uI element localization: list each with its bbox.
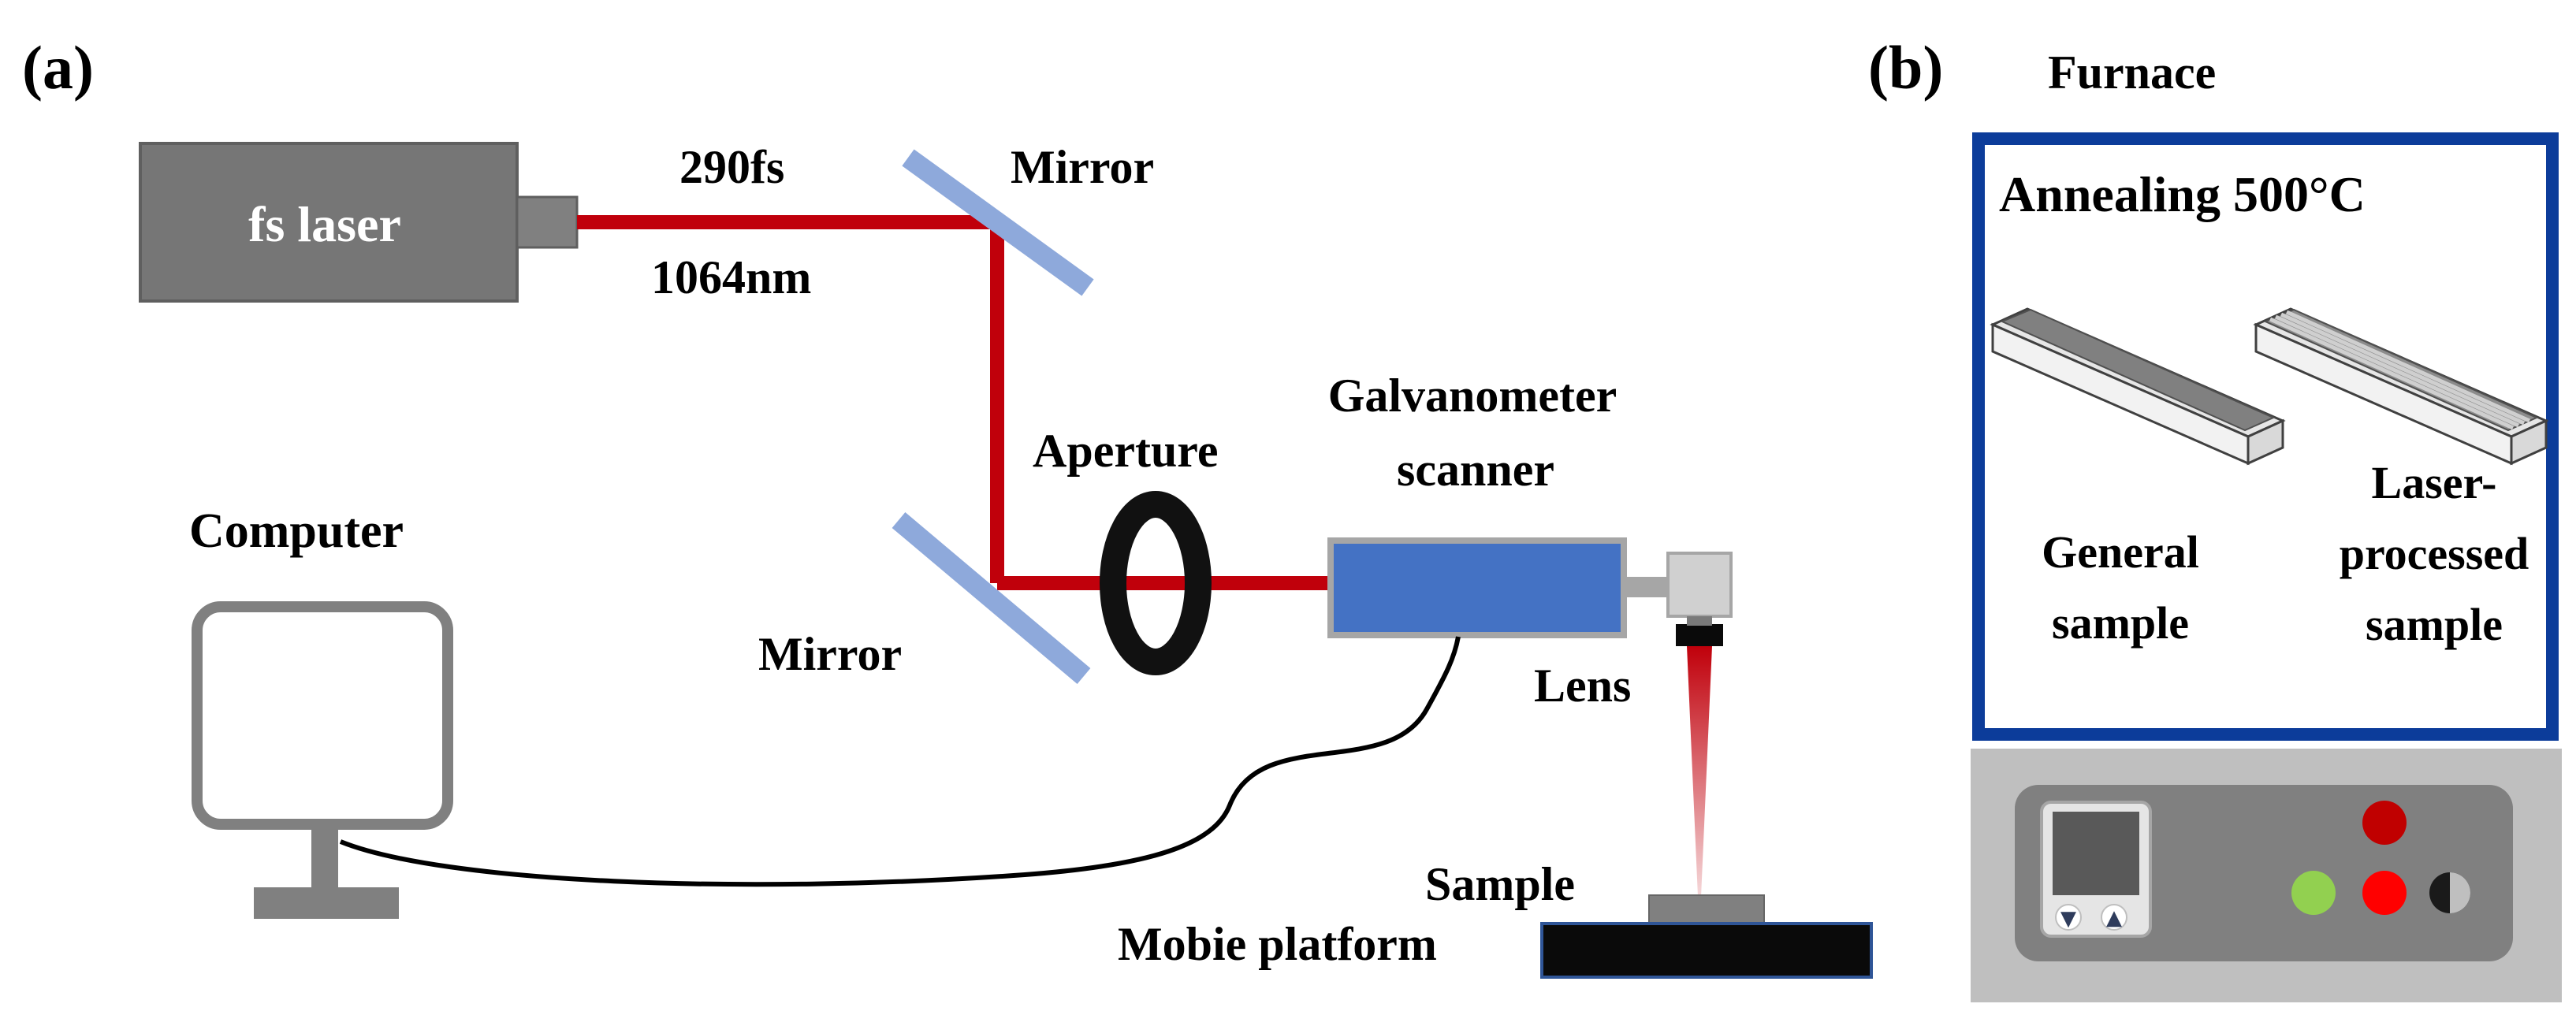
computer-neck xyxy=(311,824,338,889)
general-sample-label-line1: General xyxy=(2042,526,2199,578)
mirror-bottom xyxy=(892,512,1091,684)
focused-beam xyxy=(1687,646,1712,897)
general-sample xyxy=(1990,307,2286,466)
platform-label: Mobie platform xyxy=(1118,918,1437,970)
galvo-label-line1: Galvanometer xyxy=(1328,370,1617,422)
green-button xyxy=(2291,871,2336,915)
control-cable xyxy=(339,636,1461,887)
scan-head xyxy=(1666,552,1733,618)
down-arrow-icon: ▼ xyxy=(2060,907,2076,931)
panel-b-tag: (b) xyxy=(1868,33,1943,102)
panel-a: (a) fs laser 290fs 1064nm Mirror Mirror … xyxy=(22,33,1873,979)
laser-sample-label-line2: processed xyxy=(2340,528,2529,579)
galvo-label-line2: scanner xyxy=(1397,444,1554,496)
down-arrow-button: ▼ xyxy=(2055,904,2082,931)
lens xyxy=(1676,624,1723,646)
wavelength-label: 1064nm xyxy=(651,251,811,303)
mirror-top xyxy=(902,149,1094,296)
sample-label: Sample xyxy=(1425,858,1575,910)
panel-b: (b) Furnace Annealing 500°C General samp… xyxy=(1868,33,2562,1002)
laser-track xyxy=(2274,314,2520,428)
mirror-bottom-label: Mirror xyxy=(758,628,902,680)
pulse-width-label: 290fs xyxy=(679,141,784,193)
aperture xyxy=(1100,491,1212,675)
mirror-top-label: Mirror xyxy=(1011,141,1154,193)
fs-laser-body xyxy=(139,142,519,303)
furnace-label: Furnace xyxy=(2048,46,2216,99)
laser-sample-label-line3: sample xyxy=(2366,599,2503,650)
computer-label: Computer xyxy=(189,504,404,558)
mobile-platform xyxy=(1540,922,1873,979)
fs-laser-label: fs laser xyxy=(248,196,401,252)
lens-label: Lens xyxy=(1534,660,1631,712)
computer-monitor xyxy=(192,601,453,830)
sample xyxy=(1648,894,1765,924)
computer-stand xyxy=(254,887,399,919)
laser-track xyxy=(2285,310,2531,423)
power-knob xyxy=(2429,872,2470,913)
dark-red-button xyxy=(2362,801,2407,845)
panel-a-tag: (a) xyxy=(22,33,94,102)
general-sample-label-line2: sample xyxy=(2052,597,2189,649)
galvanometer-scanner xyxy=(1327,537,1627,638)
fs-laser-output-port xyxy=(516,195,579,249)
annealing-label: Annealing 500°C xyxy=(1999,166,2366,222)
lens-mount xyxy=(1687,616,1712,626)
laser-sample-label-line1: Laser- xyxy=(2372,457,2497,508)
up-arrow-icon: ▲ xyxy=(2106,906,2122,930)
laser-processed-sample xyxy=(2253,307,2549,466)
galvo-connector xyxy=(1624,577,1670,597)
display-screen xyxy=(2053,812,2139,895)
laser-track xyxy=(2269,317,2515,430)
up-arrow-button: ▲ xyxy=(2101,904,2127,931)
laser-beam-path xyxy=(577,215,1332,590)
aperture-label: Aperture xyxy=(1033,425,1219,477)
red-button xyxy=(2362,871,2407,915)
laser-track xyxy=(2280,312,2526,426)
